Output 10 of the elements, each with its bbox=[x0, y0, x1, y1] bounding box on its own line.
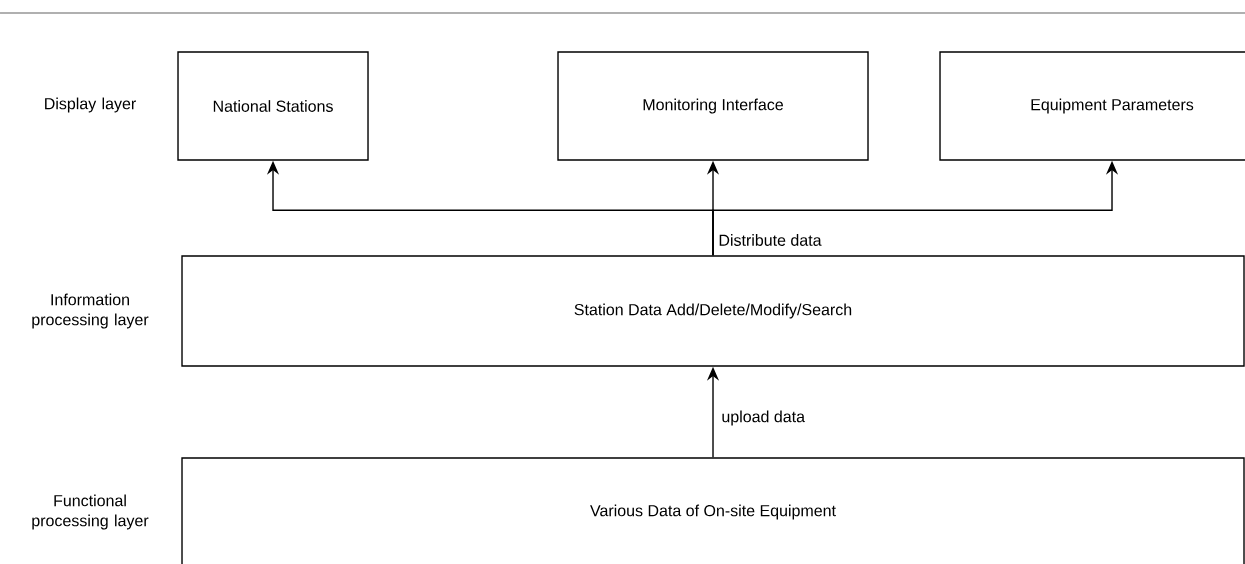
layer-label: Functional processing layer bbox=[32, 494, 149, 530]
layer-box: Station Data Add/Delete/Modify/Search bbox=[181, 255, 1245, 367]
edge-label: Distribute data bbox=[716, 232, 824, 248]
module-box: National Stations bbox=[177, 51, 369, 161]
layer-label: Display layer bbox=[45, 97, 136, 113]
layer-box: Various Data of On-site Equipment bbox=[181, 457, 1245, 564]
module-box: Monitoring Interface bbox=[557, 51, 869, 161]
layer-label: Information processing layer bbox=[32, 293, 149, 329]
edge-label: upload data bbox=[719, 408, 808, 428]
module-box: Equipment Parameters bbox=[939, 51, 1245, 161]
